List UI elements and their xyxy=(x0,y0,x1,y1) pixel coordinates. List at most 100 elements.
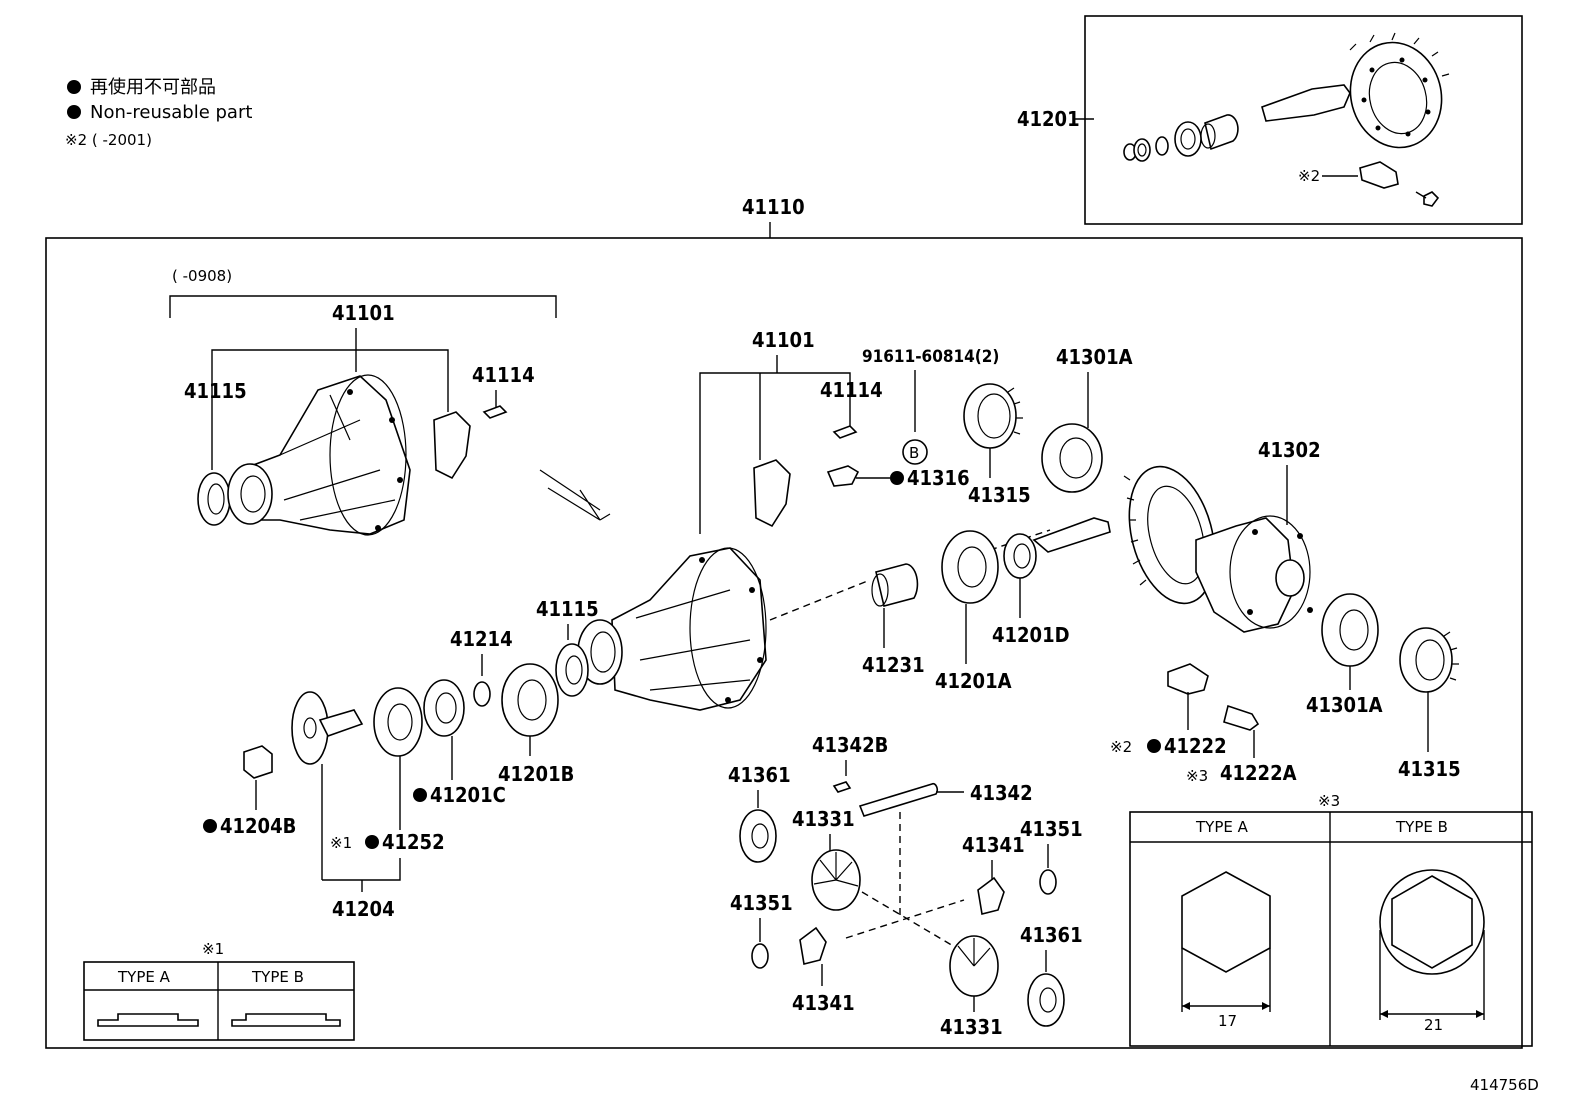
adjusting-nut-icon xyxy=(963,383,1017,449)
sensor-icon xyxy=(826,465,860,487)
non-reusable-dot-icon xyxy=(890,471,904,485)
type-box-3-b: TYPE B xyxy=(1395,818,1448,836)
label-41115-left[interactable]: 41115 xyxy=(184,379,247,403)
label-41114-mid[interactable]: 41114 xyxy=(820,378,883,402)
non-reusable-dot-icon xyxy=(413,788,427,802)
bearing-icon xyxy=(501,663,559,737)
label-41114-left[interactable]: 41114 xyxy=(472,363,535,387)
carrier-housing-icon xyxy=(227,374,411,536)
label-41231[interactable]: 41231 xyxy=(862,653,925,677)
type-box-1-b: TYPE B xyxy=(251,968,304,986)
bearing-cap-icon xyxy=(753,459,791,528)
label-note2-top: ※2 xyxy=(1298,167,1320,185)
flange-type-a-icon xyxy=(97,1013,199,1027)
label-note2-41222: ※2 xyxy=(1110,738,1132,756)
bolt-icon xyxy=(832,425,858,439)
spacer-icon xyxy=(875,563,919,607)
seal-icon xyxy=(373,687,423,757)
label-41204[interactable]: 41204 xyxy=(332,897,395,921)
group-diff-gears: 41342B 41342 41361 41331 41341 41351 413… xyxy=(728,733,1083,1039)
label-note3-41222A: ※3 xyxy=(1186,767,1208,785)
group-bearing-top: 41315 41301A xyxy=(963,345,1133,507)
ring-gear-pinion-icon xyxy=(1261,32,1450,149)
companion-flange-icon xyxy=(291,691,329,765)
label-41222A[interactable]: 41222A xyxy=(1220,761,1297,785)
label-41342B[interactable]: 41342B xyxy=(812,733,888,757)
label-41214[interactable]: 41214 xyxy=(450,627,513,651)
label-41331-bot[interactable]: 41331 xyxy=(940,1015,1003,1039)
label-41341-right[interactable]: 41341 xyxy=(962,833,1025,857)
label-41351-right[interactable]: 41351 xyxy=(1020,817,1083,841)
thrust-washer-icon xyxy=(739,809,777,863)
label-41201B[interactable]: 41201B xyxy=(498,762,574,786)
non-reusable-dot-icon xyxy=(365,835,379,849)
oil-seal-icon xyxy=(197,472,231,526)
label-41222[interactable]: 41222 xyxy=(1164,734,1227,758)
group-right-lower: 41301A 41315 ※2 41222 ※3 41222A xyxy=(1110,593,1461,785)
bolt-icon xyxy=(1223,704,1260,731)
washer-icon xyxy=(473,681,491,707)
legend-note2: ※2 ( -2001) xyxy=(65,131,152,149)
label-41361-right[interactable]: 41361 xyxy=(1020,923,1083,947)
label-41252[interactable]: 41252 xyxy=(382,830,445,854)
diagram-id: 414756D xyxy=(1470,1076,1539,1094)
label-41101-left[interactable]: 41101 xyxy=(332,301,395,325)
label-41341-bot[interactable]: 41341 xyxy=(792,991,855,1015)
label-41101-mid[interactable]: 41101 xyxy=(752,328,815,352)
label-b: B xyxy=(909,444,919,462)
label-41115-mid[interactable]: 41115 xyxy=(536,597,599,621)
label-41201C[interactable]: 41201C xyxy=(430,783,506,807)
nut-icon xyxy=(243,745,273,779)
label-41331-top[interactable]: 41331 xyxy=(792,807,855,831)
label-41201A[interactable]: 41201A xyxy=(935,669,1012,693)
label-41316[interactable]: 41316 xyxy=(907,466,970,490)
bearing-icon xyxy=(423,679,465,737)
pinion-gear-icon xyxy=(977,876,1005,915)
bolt-icon xyxy=(482,405,508,419)
inset-41201: 41201 ※2 xyxy=(1017,15,1523,225)
label-91611[interactable]: 91611-60814(2) xyxy=(862,347,999,367)
type-box-3-a: TYPE A xyxy=(1195,818,1249,836)
pin-icon xyxy=(832,781,852,793)
non-reusable-dot-icon xyxy=(1147,739,1161,753)
label-41351-left[interactable]: 41351 xyxy=(730,891,793,915)
bearing-cap-icon xyxy=(433,411,471,480)
label-41302[interactable]: 41302 xyxy=(1258,438,1321,462)
pinion-shaft-icon xyxy=(858,782,938,817)
label-41201D[interactable]: 41201D xyxy=(992,623,1070,647)
label-41201-top[interactable]: 41201 xyxy=(1017,107,1080,131)
non-reusable-dot-icon xyxy=(67,105,81,119)
group-sensor-mid: 91611-60814(2) B 41316 xyxy=(826,347,999,490)
label-41301A-bot[interactable]: 41301A xyxy=(1306,693,1383,717)
label-41315-top[interactable]: 41315 xyxy=(968,483,1031,507)
label-41361-left[interactable]: 41361 xyxy=(728,763,791,787)
type-box-3-dim-a: 17 xyxy=(1218,1012,1237,1030)
group-pinion-bearings: 41231 41201A 41201D xyxy=(862,530,1070,693)
legend-en: Non-reusable part xyxy=(90,102,252,123)
type-box-3: ※3 TYPE A TYPE B 17 21 xyxy=(1129,792,1533,1047)
shim-icon xyxy=(1003,533,1037,579)
type-box-3-mark: ※3 xyxy=(1318,792,1340,810)
label-41110[interactable]: 41110 xyxy=(742,195,805,219)
non-reusable-dot-icon xyxy=(203,819,217,833)
label-41342[interactable]: 41342 xyxy=(970,781,1033,805)
group-diff-case: 41302 xyxy=(1032,438,1321,633)
inset-frame xyxy=(1084,15,1523,225)
group-flange: 41115 41201B 41214 41201C ※1 41252 41204… xyxy=(203,597,599,921)
bearing-icon xyxy=(1321,593,1379,667)
type-box-3-frame xyxy=(1129,811,1533,1047)
label-41315-bot[interactable]: 41315 xyxy=(1398,757,1461,781)
label-note1-41252: ※1 xyxy=(330,834,352,852)
type-box-1-frame xyxy=(83,961,355,1041)
label-41204B[interactable]: 41204B xyxy=(220,814,296,838)
oil-seal-icon xyxy=(555,643,589,697)
group-carrier-mid: 41101 41114 xyxy=(577,328,1051,711)
carrier-housing-main-icon xyxy=(577,547,767,711)
pinion-gear-icon xyxy=(799,926,827,965)
type-box-1: ※1 TYPE A TYPE B xyxy=(83,940,355,1041)
label-41301A-top[interactable]: 41301A xyxy=(1056,345,1133,369)
legend: 再使用不可部品 Non-reusable part ※2 ( -2001) xyxy=(65,77,252,149)
bearing-icon xyxy=(941,530,999,604)
thrust-washer-icon xyxy=(1027,973,1065,1027)
